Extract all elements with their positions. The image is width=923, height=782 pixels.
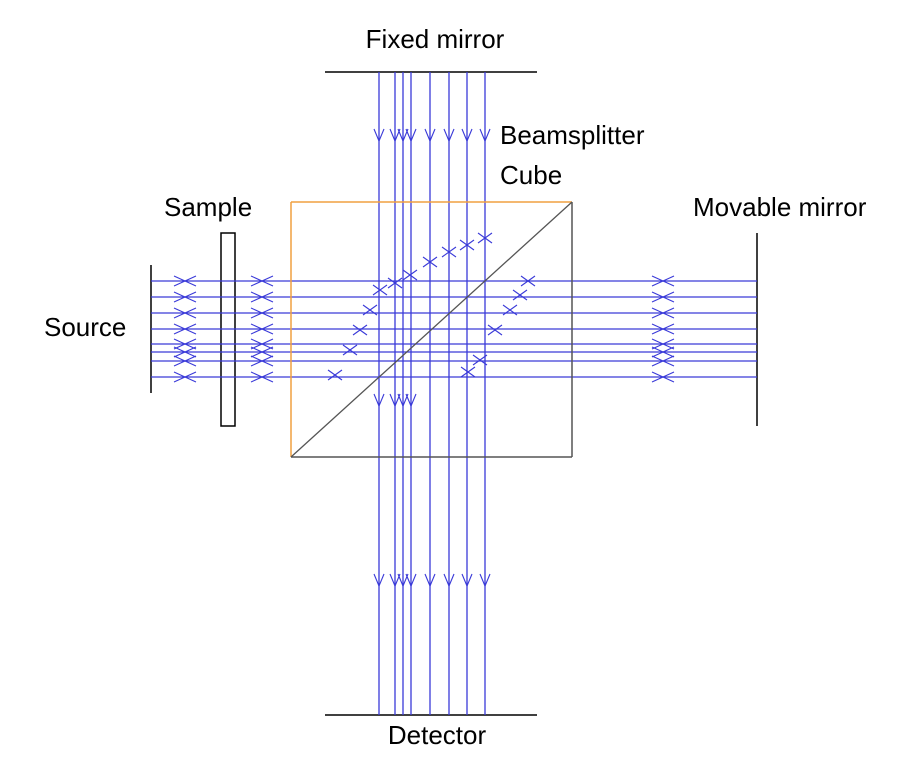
wavefront-marker [362,304,378,316]
label-cube: Cube [500,160,562,190]
wavefront-marker [250,323,274,335]
wavefront-marker [651,291,675,303]
wavefront-marker [352,324,368,336]
wavefront-marker [373,393,380,407]
wavefront-marker [397,573,404,587]
wavefront-marker [327,369,343,381]
wavefront-marker [250,275,274,287]
components [150,71,758,716]
wavefront-marker [173,338,197,350]
wavefront-marker [651,307,675,319]
wavefront-marker [373,128,380,142]
wavefront-marker [443,128,450,142]
wavefront-marker [477,232,493,244]
wavefront-marker [389,128,396,142]
beam-paths [151,72,757,715]
wavefront-marker [487,324,503,336]
wavefront-marker [479,128,486,142]
wavefront-marker [651,346,675,358]
wavefront-marker [466,573,473,587]
wavefront-marker [250,291,274,303]
wavefront-marker [173,291,197,303]
wavefront-marker [441,246,457,258]
wavefront-marker [173,355,197,367]
label-fixed-mirror: Fixed mirror [366,24,505,54]
wavefront-marker [389,573,396,587]
wavefront-marker [250,307,274,319]
wavefront-marker [461,573,468,587]
wavefront-marker [405,128,412,142]
wavefront-marker [397,128,404,142]
wavefront-marker [479,573,486,587]
wavefront-marker [651,355,675,367]
wavefront-marker [378,128,385,142]
wavefront-marker [250,338,274,350]
wavefront-marker [424,573,431,587]
wavefront-marker [460,366,476,378]
wavefront-marker [410,573,417,587]
wavefront-marker [173,275,197,287]
wavefront-marker [405,573,412,587]
wavefront-marker [651,323,675,335]
wavefront-marker [651,371,675,383]
wavefront-marker [173,323,197,335]
wavefront-marker [448,128,455,142]
label-source: Source [44,312,126,342]
beamsplitter-cube [290,201,573,458]
wavefront-marker [402,269,418,281]
wavefront-marker [173,346,197,358]
label-beamsplitter: Beamsplitter [500,120,645,150]
wavefront-marker [173,371,197,383]
wavefront-marker [410,128,417,142]
wavefront-marker [342,344,358,356]
wavefront-marker [373,573,380,587]
wavefront-marker [405,393,412,407]
wavefront-marker [250,355,274,367]
wavefront-marker [651,275,675,287]
wavefront-marker [651,338,675,350]
wavefront-marker [512,289,528,301]
wavefront-marker [397,393,404,407]
wavefront-marker [448,573,455,587]
wavefront-marker [520,275,536,287]
wavefront-marker [429,128,436,142]
wavefront-marker [378,393,385,407]
wavefront-marker [466,128,473,142]
wavefront-marker [484,573,491,587]
wavefront-marker [250,346,274,358]
wavefront-marker [484,128,491,142]
label-sample: Sample [164,192,252,222]
splitter-diagonal [290,201,573,458]
wavefront-marker [389,393,396,407]
wavefront-marker [502,304,518,316]
wavefront-marker [472,354,488,366]
wavefront-marker [429,573,436,587]
wavefront-marker [459,239,475,251]
wavefront-marker [372,284,388,296]
wavefront-marker [424,128,431,142]
label-movable-mirror: Movable mirror [693,192,867,222]
wavefront-marker [461,128,468,142]
wavefront-marker [387,277,403,289]
wavefront-marker [422,256,438,268]
wavefront-marker [410,393,417,407]
label-detector: Detector [388,720,487,750]
wavefront-markers [173,128,675,587]
wavefront-marker [173,307,197,319]
wavefront-marker [378,573,385,587]
wavefront-marker [250,371,274,383]
wavefront-marker [443,573,450,587]
